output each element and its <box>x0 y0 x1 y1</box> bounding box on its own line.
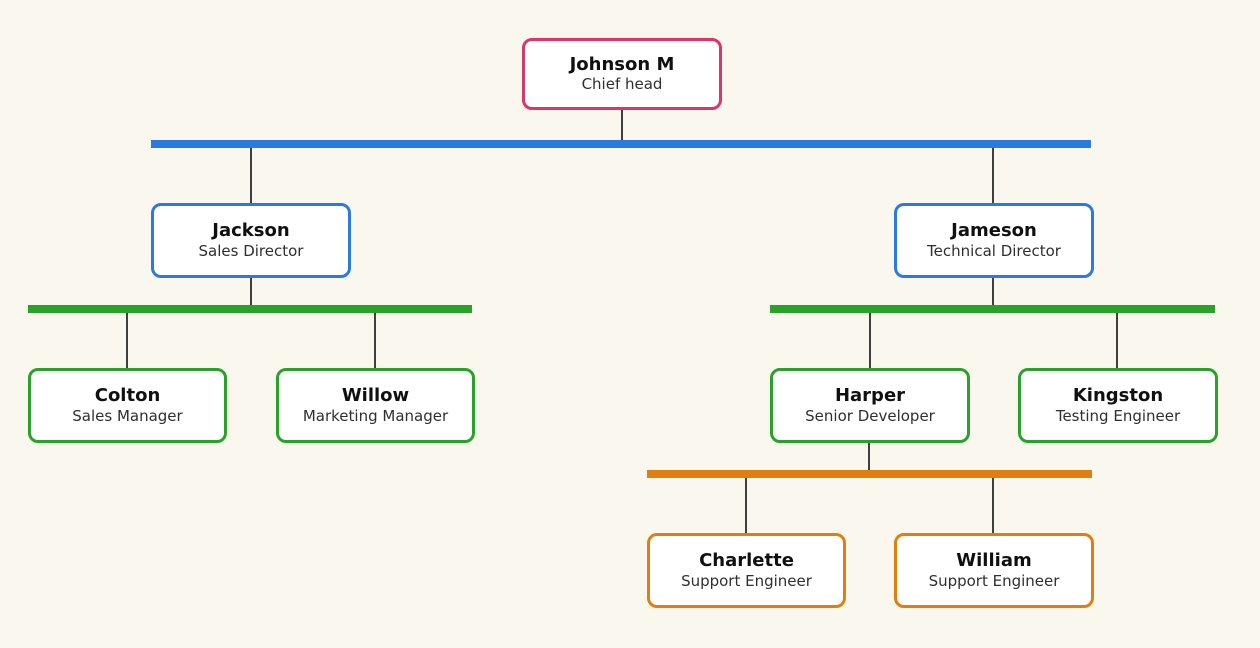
connector-line <box>745 478 747 533</box>
connector-line <box>126 313 128 368</box>
org-node-jameson[interactable]: Jameson Technical Director <box>894 203 1094 278</box>
sibling-bar-support-team <box>647 470 1092 478</box>
node-title: Support Engineer <box>681 571 812 590</box>
node-name: Johnson M <box>569 53 675 75</box>
connector-line <box>992 278 994 305</box>
node-name: Kingston <box>1072 385 1164 407</box>
org-node-kingston[interactable]: Kingston Testing Engineer <box>1018 368 1218 443</box>
node-title: Senior Developer <box>805 406 935 425</box>
org-node-colton[interactable]: Colton Sales Manager <box>28 368 227 443</box>
node-title: Marketing Manager <box>302 406 449 425</box>
node-name: William <box>956 550 1032 572</box>
node-name: Charlette <box>699 550 794 572</box>
org-node-jackson[interactable]: Jackson Sales Director <box>151 203 351 278</box>
connector-line <box>869 313 871 368</box>
org-node-charlette[interactable]: Charlette Support Engineer <box>647 533 846 608</box>
sibling-bar-sales-team <box>28 305 472 313</box>
node-title: Chief head <box>581 75 663 94</box>
connector-line <box>1116 313 1118 368</box>
node-title: Testing Engineer <box>1055 406 1181 425</box>
connector-line <box>374 313 376 368</box>
node-name: Willow <box>341 385 410 407</box>
connector-line <box>250 278 252 305</box>
org-node-william[interactable]: William Support Engineer <box>894 533 1094 608</box>
connector-line <box>992 478 994 533</box>
org-node-harper[interactable]: Harper Senior Developer <box>770 368 970 443</box>
node-title: Technical Director <box>927 241 1061 260</box>
sibling-bar-directors <box>151 140 1091 148</box>
node-name: Jackson <box>212 220 290 242</box>
node-title: Sales Manager <box>72 406 183 425</box>
connector-line <box>992 148 994 203</box>
org-node-willow[interactable]: Willow Marketing Manager <box>276 368 475 443</box>
node-name: Jameson <box>951 220 1037 242</box>
node-title: Support Engineer <box>928 571 1060 590</box>
node-title: Sales Director <box>198 241 304 260</box>
connector-line <box>621 110 623 140</box>
connector-line <box>250 148 252 203</box>
node-name: Colton <box>94 385 161 407</box>
node-name: Harper <box>834 385 906 407</box>
sibling-bar-tech-team <box>770 305 1215 313</box>
org-node-johnson-m[interactable]: Johnson M Chief head <box>522 38 722 110</box>
connector-line <box>868 443 870 470</box>
